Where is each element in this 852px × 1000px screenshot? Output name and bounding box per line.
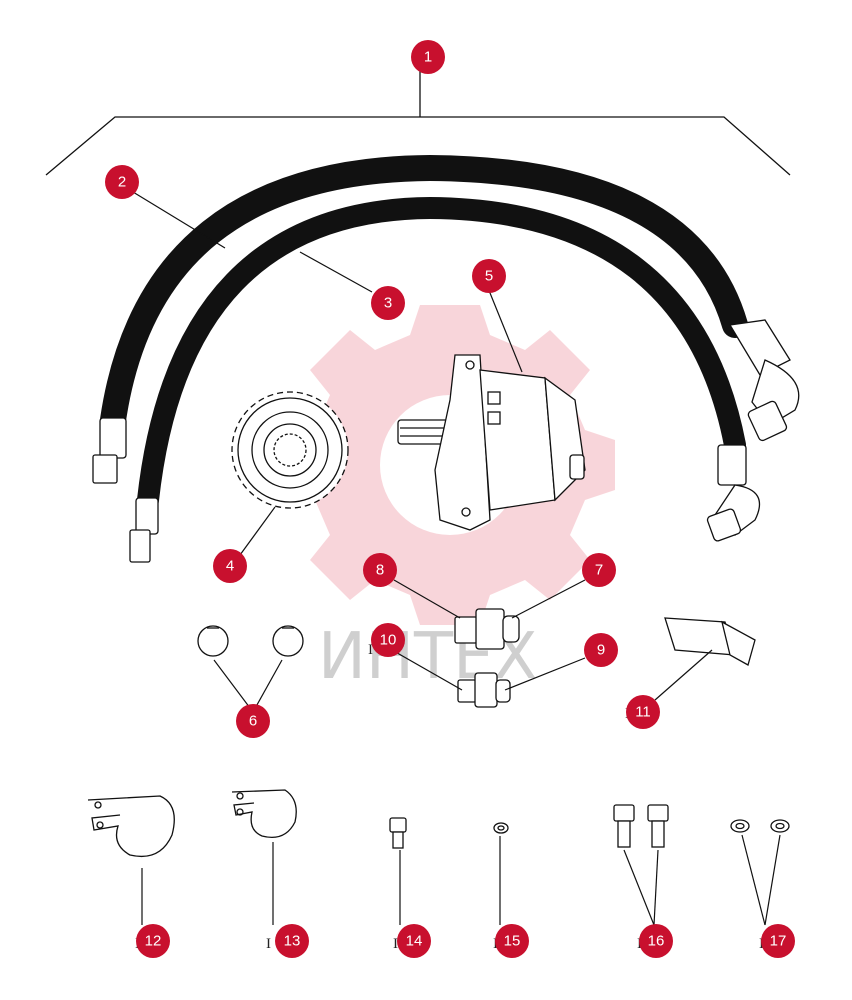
- callout-1: 1: [411, 40, 445, 74]
- callout-7: 7: [582, 553, 616, 587]
- svg-text:4: 4: [226, 558, 234, 575]
- callout-2: 2: [105, 165, 139, 199]
- callout-16: 16: [639, 924, 673, 958]
- snap-rings: [197, 625, 304, 657]
- svg-text:1: 1: [424, 49, 432, 66]
- callout-9: 9: [584, 633, 618, 667]
- bolts-pair: [613, 804, 669, 848]
- elbow-fitting: [664, 617, 756, 666]
- svg-text:I: I: [266, 936, 271, 952]
- callout-8: 8: [363, 553, 397, 587]
- callout-15: 15: [495, 924, 529, 958]
- callout-13: 13: [275, 924, 309, 958]
- washers-pair: [730, 819, 790, 833]
- hose-clamp-13: [231, 789, 297, 839]
- svg-text:I: I: [368, 642, 373, 658]
- drive-gear: [231, 391, 349, 509]
- callout-6: 6: [236, 704, 270, 738]
- callout-14: 14: [397, 924, 431, 958]
- fitting-lower: [457, 672, 511, 708]
- bolt-small: [389, 817, 407, 849]
- svg-text:5: 5: [485, 268, 493, 285]
- callout-17: 17: [761, 924, 795, 958]
- callout-3: 3: [371, 286, 405, 320]
- callout-5: 5: [472, 259, 506, 293]
- svg-text:2: 2: [118, 174, 126, 191]
- svg-text:8: 8: [376, 562, 384, 579]
- svg-text:13: 13: [284, 933, 301, 950]
- svg-text:I: I: [393, 936, 398, 952]
- svg-text:9: 9: [597, 642, 605, 659]
- svg-text:14: 14: [406, 933, 423, 950]
- svg-text:16: 16: [648, 933, 665, 950]
- callout-10: 10: [371, 623, 405, 657]
- svg-text:10: 10: [380, 632, 397, 649]
- svg-text:17: 17: [770, 933, 787, 950]
- hose-clamp-12: [87, 795, 175, 858]
- svg-text:6: 6: [249, 713, 257, 730]
- callout-12: 12: [136, 924, 170, 958]
- washer-small: [493, 822, 509, 834]
- svg-text:15: 15: [504, 933, 521, 950]
- hydraulic-hose-outer: [92, 154, 800, 484]
- callout-11: 11: [626, 695, 660, 729]
- hydraulic-pump: [397, 354, 586, 531]
- assembly-bracket: [45, 70, 791, 176]
- svg-text:11: 11: [635, 704, 651, 721]
- hydraulic-hose-inner: [129, 196, 761, 563]
- fitting-upper: [454, 608, 520, 650]
- leader-lines: [132, 191, 781, 926]
- svg-text:7: 7: [595, 562, 603, 579]
- svg-text:12: 12: [145, 933, 162, 950]
- callout-4: 4: [213, 549, 247, 583]
- svg-text:3: 3: [384, 295, 392, 312]
